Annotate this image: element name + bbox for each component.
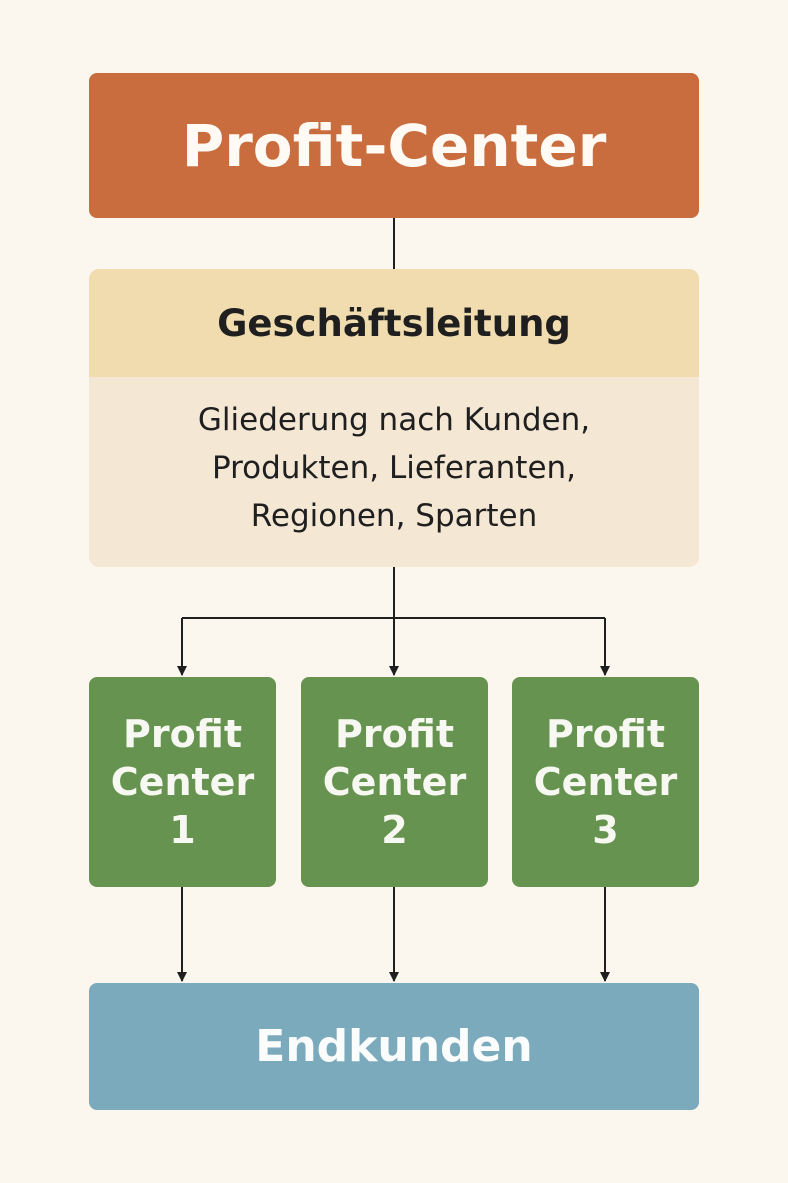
profit-center-1-box: Profit Center 1 (89, 677, 276, 887)
profit-center-title-box: Profit-Center (89, 73, 699, 218)
profit-center-3-label-line1: Profit (545, 712, 666, 756)
management-description-line: Produkten, Lieferanten, (211, 450, 577, 486)
endkunden-title: Endkunden (255, 1021, 533, 1072)
profit-center-2-box: Profit Center 2 (301, 677, 488, 887)
profit-center-1-label-line1: Profit (122, 712, 243, 756)
management-description: Gliederung nach Kunden, Produkten, Liefe… (89, 377, 699, 567)
management-description-line: Gliederung nach Kunden, (197, 402, 591, 438)
profit-center-3-label-line2: Center (533, 760, 678, 804)
profit-center-2-label-line1: Profit (334, 712, 455, 756)
endkunden-box: Endkunden (89, 983, 699, 1110)
management-description-line: Regionen, Sparten (250, 498, 538, 534)
management-title: Geschäftsleitung (217, 301, 571, 345)
management-header: Geschäftsleitung (89, 269, 699, 377)
profit-center-2-label-line2: Center (322, 760, 467, 804)
profit-center-3-box: Profit Center 3 (512, 677, 699, 887)
profit-center-1-number: 1 (169, 808, 196, 852)
management-box: Geschäftsleitung Gliederung nach Kunden,… (89, 269, 699, 567)
profit-center-1-label-line2: Center (110, 760, 255, 804)
profit-center-title: Profit-Center (181, 111, 607, 180)
profit-center-2-number: 2 (381, 808, 408, 852)
profit-center-3-number: 3 (592, 808, 619, 852)
